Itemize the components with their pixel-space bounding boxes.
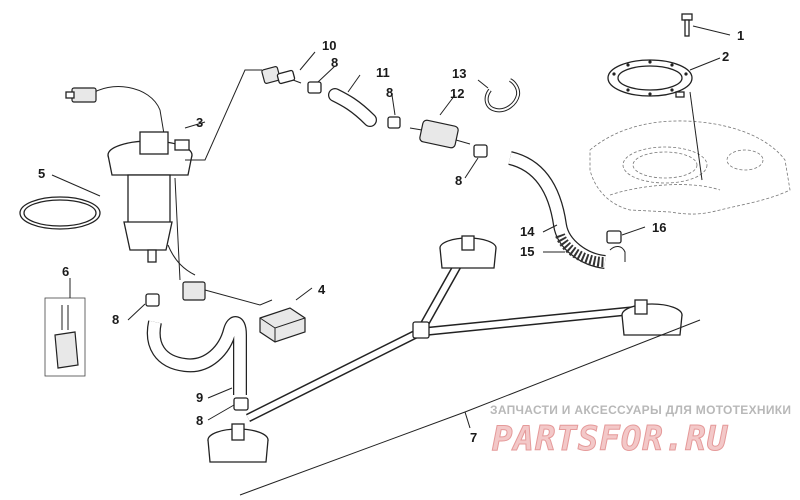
clamp-part-8-d	[145, 293, 160, 307]
corrugated-sleeve-part-15	[555, 232, 606, 267]
sender-unit-part-6	[44, 297, 86, 377]
hose-part-14	[508, 151, 607, 269]
callout-8-e: 8	[196, 413, 203, 428]
callout-13: 13	[452, 66, 466, 81]
clamp-part-8-b	[387, 116, 401, 129]
callout-3: 3	[196, 115, 203, 130]
callout-16: 16	[652, 220, 666, 235]
watermark: ЗАПЧАСТИ И АКСЕССУАРЫ ДЛЯ МОТОТЕХНИКИ PA…	[490, 403, 791, 460]
callout-8-b: 8	[386, 85, 393, 100]
callout-labels: 1 2 3 4 5 6 7 8 8 8 8 8 9 10 11 12 13 14…	[38, 28, 744, 445]
quick-connector-part-10	[261, 66, 302, 85]
clamp-part-16	[606, 230, 626, 262]
clip-part-13	[484, 78, 521, 113]
watermark-caption: ЗАПЧАСТИ И АКСЕССУАРЫ ДЛЯ МОТОТЕХНИКИ	[490, 403, 791, 417]
clamp-part-8-c	[473, 144, 488, 158]
leader-lines	[51, 25, 731, 421]
callout-5: 5	[38, 166, 45, 181]
callout-14: 14	[520, 224, 535, 239]
callout-8-d: 8	[112, 312, 119, 327]
watermark-logo: PARTSFOR.RU	[492, 419, 729, 459]
callout-9: 9	[196, 390, 203, 405]
callout-1: 1	[737, 28, 744, 43]
callout-6: 6	[62, 264, 69, 279]
manifold-part-7	[207, 235, 701, 496]
hose-part-9	[146, 316, 247, 395]
callout-11: 11	[376, 65, 390, 80]
callout-7: 7	[470, 430, 477, 445]
connector-part-4	[259, 307, 306, 343]
bolt-part-1	[681, 13, 693, 37]
callout-10: 10	[322, 38, 336, 53]
callout-2: 2	[722, 49, 729, 64]
hose-part-11	[328, 88, 377, 127]
fuel-tank-outline	[589, 120, 791, 215]
o-ring-part-5	[19, 196, 101, 230]
tank-gasket-part-2	[607, 59, 693, 98]
fuel-filter-part-12	[409, 119, 471, 149]
callout-12: 12	[450, 86, 464, 101]
callout-15: 15	[520, 244, 534, 259]
callout-8-c: 8	[455, 173, 462, 188]
callout-4: 4	[318, 282, 326, 297]
clamp-part-8-e	[233, 397, 249, 411]
fuel-pump-part-3	[65, 86, 273, 306]
callout-8-a: 8	[331, 55, 338, 70]
clamp-part-8-a	[307, 81, 322, 94]
